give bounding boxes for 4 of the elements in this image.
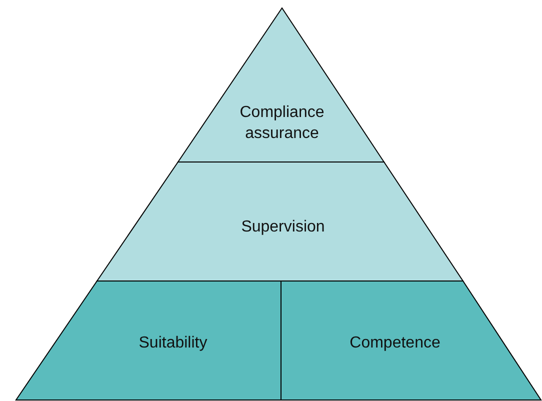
- tier-label: Compliance assurance: [238, 103, 326, 144]
- tier-label: Suitability: [138, 334, 208, 354]
- tier-label: Competence: [348, 334, 442, 354]
- tier-label: Supervision: [240, 218, 326, 238]
